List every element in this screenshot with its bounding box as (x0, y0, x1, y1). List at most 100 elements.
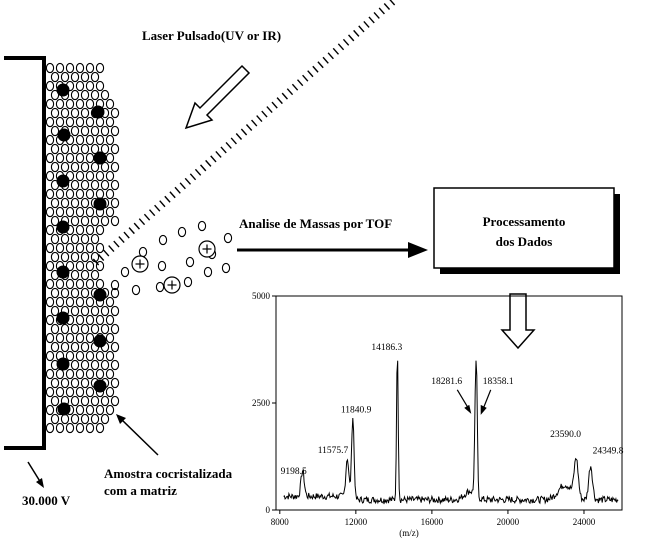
matrix-crystal (80, 215, 90, 227)
beam-hatch (266, 106, 273, 114)
matrix-crystal (90, 359, 100, 371)
peak-label: 23590.0 (550, 430, 581, 440)
matrix-crystal (75, 116, 85, 128)
matrix-crystal (110, 125, 120, 137)
peak-label: 11575.7 (318, 446, 349, 456)
matrix-crystal (60, 251, 70, 263)
beam-hatch (200, 164, 207, 172)
matrix-crystal (45, 404, 55, 416)
matrix-crystal (50, 287, 60, 299)
beam-hatch (251, 119, 258, 127)
matrix-crystal (95, 224, 105, 236)
beam-hatch (215, 150, 222, 158)
matrix-crystal (85, 350, 95, 362)
matrix-crystal (105, 332, 115, 344)
beam-hatch (389, 0, 396, 6)
x-tick-label: 12000 (345, 517, 368, 527)
matrix-crystal (110, 143, 120, 155)
analyte-molecule (93, 379, 107, 393)
analyte-molecule (56, 265, 70, 279)
matrix-crystal (90, 395, 100, 407)
peak-label: 24349.8 (593, 446, 624, 456)
matrix-crystal (110, 395, 120, 407)
matrix-crystal (45, 386, 55, 398)
matrix-crystal (60, 377, 70, 389)
x-axis-label: (m/z) (399, 528, 419, 538)
beam-hatch (159, 200, 166, 208)
matrix-crystal (80, 323, 90, 335)
matrix-crystal (85, 404, 95, 416)
matrix-crystal (95, 62, 105, 74)
matrix-crystal (100, 395, 110, 407)
matrix-crystal (45, 278, 55, 290)
matrix-crystal (50, 215, 60, 227)
matrix-crystal (85, 98, 95, 110)
matrix-crystal (90, 125, 100, 137)
matrix-crystal (60, 341, 70, 353)
matrix-crystal (70, 323, 80, 335)
peak-label: 14186.3 (371, 343, 402, 353)
peak-label: 18281.6 (431, 377, 462, 387)
matrix-crystal (85, 278, 95, 290)
matrix-crystal (95, 260, 105, 272)
matrix-crystal (45, 188, 55, 200)
matrix-crystal (55, 116, 65, 128)
beam-hatch (312, 65, 319, 73)
matrix-crystal (50, 377, 60, 389)
matrix-crystal (65, 386, 75, 398)
matrix-crystal (85, 170, 95, 182)
beam-hatch (322, 56, 329, 64)
beam-hatch (368, 16, 375, 24)
matrix-crystal (70, 233, 80, 245)
sample-label-1: Amostra cocristalizada (104, 466, 233, 481)
matrix-crystal (80, 143, 90, 155)
matrix-crystal (45, 170, 55, 182)
matrix-crystal (55, 422, 65, 434)
matrix-crystal (75, 422, 85, 434)
neutral-molecule (138, 246, 148, 258)
matrix-crystal (70, 107, 80, 119)
matrix-crystal (95, 188, 105, 200)
matrix-crystal (55, 332, 65, 344)
neutral-molecule (197, 220, 207, 232)
matrix-crystal (65, 98, 75, 110)
matrix-crystal (110, 287, 120, 299)
matrix-crystal (100, 179, 110, 191)
chart-frame (275, 295, 623, 511)
matrix-crystal (110, 107, 120, 119)
matrix-crystal (60, 161, 70, 173)
matrix-crystal (80, 179, 90, 191)
laser-beam (92, 0, 396, 266)
matrix-crystal (75, 278, 85, 290)
matrix-crystal (80, 251, 90, 263)
matrix-crystal (85, 188, 95, 200)
beam-hatch (113, 240, 120, 248)
matrix-crystal (50, 125, 60, 137)
matrix-crystal (70, 215, 80, 227)
matrix-crystal (100, 359, 110, 371)
matrix-crystal (65, 116, 75, 128)
matrix-crystal (50, 197, 60, 209)
matrix-crystal (90, 215, 100, 227)
matrix-crystal (85, 242, 95, 254)
analyte-molecule (56, 174, 70, 188)
beam-hatch (281, 92, 288, 100)
neutral-molecule (221, 262, 231, 274)
spectrum-trace (283, 360, 619, 505)
matrix-crystal (105, 134, 115, 146)
tof-arrow-icon (237, 242, 428, 258)
matrix-crystal (95, 350, 105, 362)
voltage-label: 30.000 V (22, 493, 71, 508)
neutral-molecule (110, 279, 120, 291)
matrix-crystal (65, 206, 75, 218)
analyte-molecule (57, 128, 71, 142)
analyte-molecule (56, 311, 70, 325)
matrix-crystal (95, 422, 105, 434)
matrix-crystal (110, 323, 120, 335)
beam-hatch (383, 3, 391, 10)
matrix-crystal (110, 197, 120, 209)
matrix-crystal (55, 188, 65, 200)
matrix-crystal (50, 305, 60, 317)
matrix-crystal (45, 206, 55, 218)
x-tick-label: 20000 (497, 517, 520, 527)
